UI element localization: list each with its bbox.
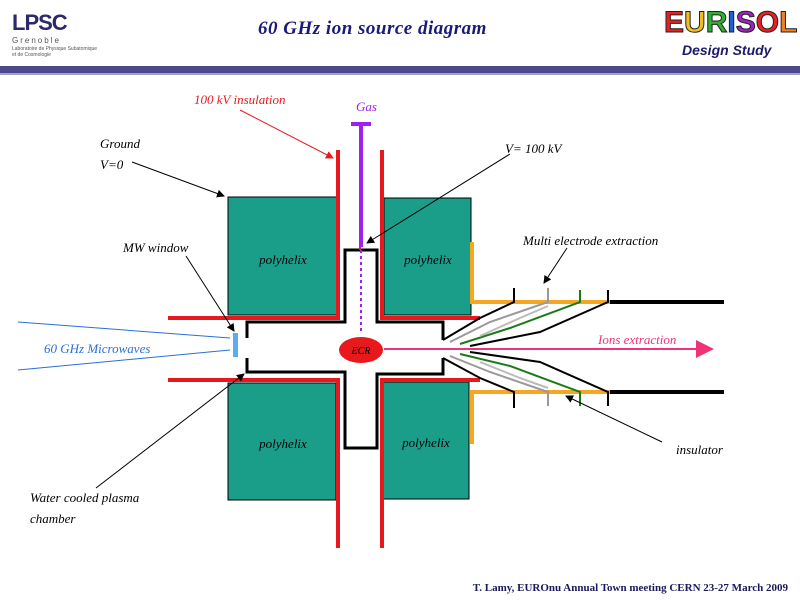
multi-electrode-lower — [442, 351, 609, 408]
label-ions-extraction: Ions extraction — [597, 332, 676, 347]
ecr-label: ECR — [351, 346, 371, 357]
eurisol-logo-sub: Design Study — [682, 42, 772, 58]
label-100kv-insulation: 100 kV insulation — [194, 92, 285, 107]
eurisol-logo-main: EURISOL — [663, 6, 798, 40]
lpsc-logo-sub: Grenoble — [12, 36, 61, 45]
label-mw-window: MW window — [122, 240, 189, 255]
arrow-multi-electrode — [543, 247, 568, 284]
multi-electrode-upper — [442, 288, 609, 347]
polyhelix-top-right — [383, 197, 472, 316]
microwave-beams — [17, 321, 231, 371]
label-v100kv: V= 100 kV — [505, 141, 563, 156]
polyhelix-tr-label: polyhelix — [403, 252, 452, 267]
label-multi-electrode: Multi electrode extraction — [522, 233, 658, 248]
ecr-zone — [339, 337, 383, 363]
page-title: 60 GHz ion source diagram — [258, 18, 487, 39]
arrow-mw-window — [185, 255, 235, 332]
mw-window — [233, 333, 238, 357]
extraction-black-rods — [610, 300, 724, 394]
header-bar-shadow — [0, 73, 800, 75]
lpsc-logo: LPSC Grenoble Laboratoire de Physique Su… — [8, 8, 97, 60]
insulation-100kv — [168, 150, 480, 548]
arrow-ground — [131, 161, 225, 198]
label-microwaves: 60 GHz Microwaves — [44, 341, 150, 356]
polyhelix-tl-label: polyhelix — [258, 252, 307, 267]
gas-pipe — [351, 122, 371, 247]
arrow-100kv — [239, 109, 334, 159]
label-ground-1: Ground — [100, 136, 140, 151]
label-insulator: insulator — [676, 442, 724, 457]
lpsc-logo-main: LPSC — [12, 10, 68, 35]
extraction-orange — [470, 242, 610, 444]
arrow-gas — [366, 153, 511, 244]
polyhelix-bl-label: polyhelix — [258, 436, 307, 451]
polyhelix-top-left — [227, 196, 339, 316]
label-gas: Gas — [356, 99, 377, 114]
polyhelix-bottom-left — [227, 382, 337, 501]
eurisol-logo: EURISOL Design Study — [660, 6, 797, 62]
label-water-cooled-2: chamber — [30, 511, 76, 526]
label-water-cooled-1: Water cooled plasma — [30, 490, 140, 505]
label-ground-2: V=0 — [100, 157, 124, 172]
footer-credit: T. Lamy, EUROnu Annual Town meeting CERN… — [472, 582, 788, 594]
arrow-water-cooled — [95, 373, 245, 489]
polyhelix-br-label: polyhelix — [401, 435, 450, 450]
arrow-insulator — [565, 395, 663, 443]
header-bar — [0, 66, 800, 73]
lpsc-logo-lab: Laboratoire de Physique Subatomique et d… — [12, 46, 98, 58]
